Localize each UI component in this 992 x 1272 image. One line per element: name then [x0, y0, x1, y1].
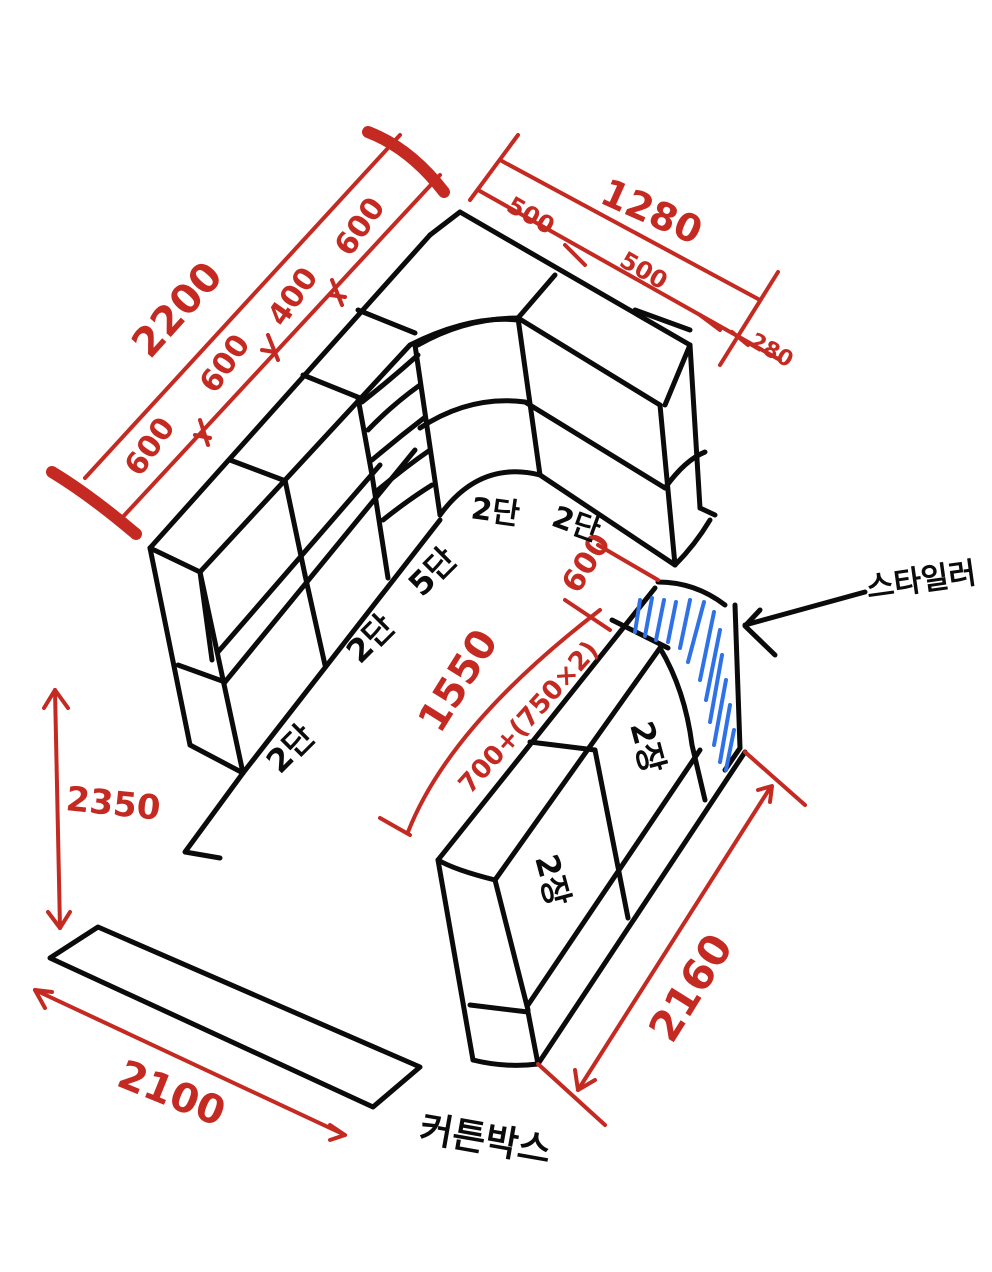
dimension-wing-length	[536, 750, 807, 1127]
shelf-label-left-middle: 2단	[339, 607, 402, 670]
label-curtain-box: 커튼박스	[416, 1108, 554, 1171]
dimension-top-segments	[118, 173, 442, 522]
right-wing-cabinet	[435, 579, 748, 1068]
label-styler: 스타일러	[864, 556, 978, 606]
dimension-left-height	[42, 688, 72, 930]
dim-label-2160: 2160	[639, 925, 743, 1050]
shelf-label-corner: 2단	[469, 491, 522, 532]
dimension-bottom-width	[33, 988, 347, 1142]
dimension-right-segments	[476, 188, 782, 362]
curtain-box	[47, 924, 423, 1110]
dim-label-280: 280	[745, 329, 797, 374]
dim-label-2350: 2350	[64, 779, 162, 829]
left-wardrobe-outline	[147, 209, 521, 861]
dim-label-600-a: 600	[118, 411, 183, 482]
shelf-label-five-tier: 5단	[401, 540, 464, 603]
dim-label-600-b: 600	[193, 328, 258, 399]
dim-label-500-b: 500	[615, 246, 672, 295]
dimension-wing-inner	[378, 543, 660, 837]
dim-label-1550: 1550	[409, 622, 507, 741]
corner-curved-unit	[415, 272, 678, 568]
dim-label-400: 400	[261, 261, 326, 332]
right-back-wardrobe	[457, 209, 718, 568]
dimension-top-overall	[46, 126, 450, 540]
shelf-label-left-bottom: 2단	[259, 717, 322, 780]
filler-pointer-arrow	[742, 589, 868, 658]
filler-hatching	[633, 596, 736, 772]
dim-label-2100: 2100	[111, 1052, 231, 1136]
drawer-label-upper: 2장	[622, 717, 672, 777]
drawer-label-lower: 2장	[527, 850, 577, 910]
